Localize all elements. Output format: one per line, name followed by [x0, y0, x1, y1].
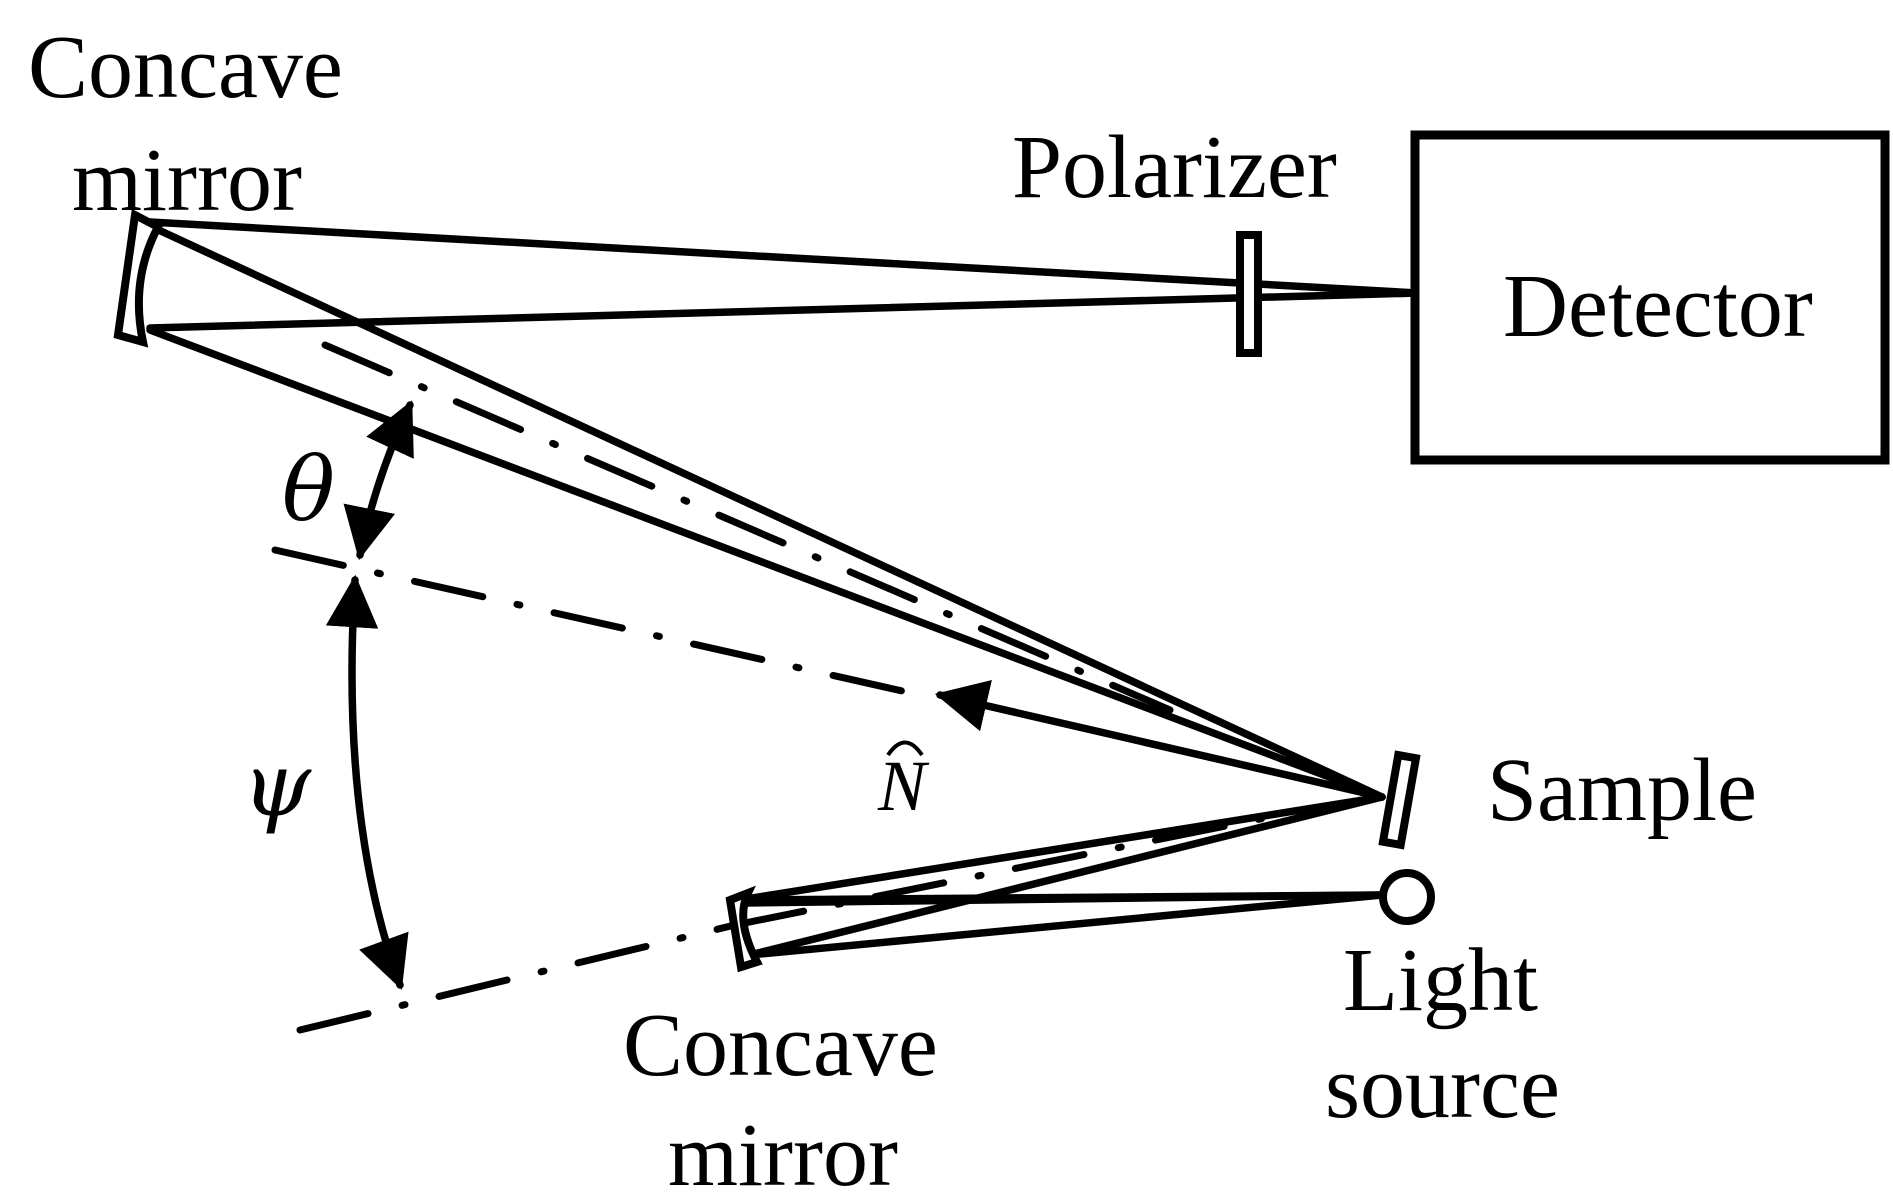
bottom-mirror-axis-inner [731, 811, 1284, 929]
bottom-mirror-label-line1: Concave [623, 996, 938, 1095]
top-mirror-axis [321, 341, 1174, 714]
theta-arc-arrow [343, 400, 414, 561]
detector-label: Detector [1503, 257, 1813, 356]
polarizer-element [1236, 231, 1262, 357]
bottom-concave-mirror [725, 885, 763, 973]
normal-vector-hat [886, 740, 924, 757]
normal-vector-arrow [934, 680, 1386, 801]
theta-label: θ [282, 438, 335, 541]
sample-plate [1378, 750, 1421, 850]
psi-arc-arrow [325, 574, 409, 990]
top-mirror-label-line2: mirror [72, 131, 302, 230]
top-mirror-label-line1: Concave [28, 18, 343, 117]
light-source [1379, 869, 1435, 925]
beam-bottom-mirror-to-sample-upper [736, 793, 1386, 904]
sample-normal-line [271, 546, 924, 699]
light-source-label-line1: Light [1343, 931, 1538, 1030]
polarizer-label: Polarizer [1012, 118, 1337, 217]
psi-label: ψ [242, 733, 312, 836]
beam-bottom-mirror-to-sample-lower [746, 793, 1386, 959]
light-source-label-line2: source [1325, 1038, 1560, 1137]
beam-source-to-bottom-mirror-lower [746, 891, 1386, 959]
detector-box [1410, 130, 1890, 465]
beam-bottom-mirror-cross [741, 891, 1386, 907]
beam-top-mirror-to-detector-upper [146, 218, 1422, 297]
sample-label: Sample [1487, 741, 1757, 840]
top-concave-mirror [113, 208, 164, 348]
beam-sample-to-top-mirror-upper [146, 222, 1386, 801]
normal-vector-label: N [877, 746, 930, 826]
bottom-mirror-label-line2: mirror [668, 1106, 898, 1203]
